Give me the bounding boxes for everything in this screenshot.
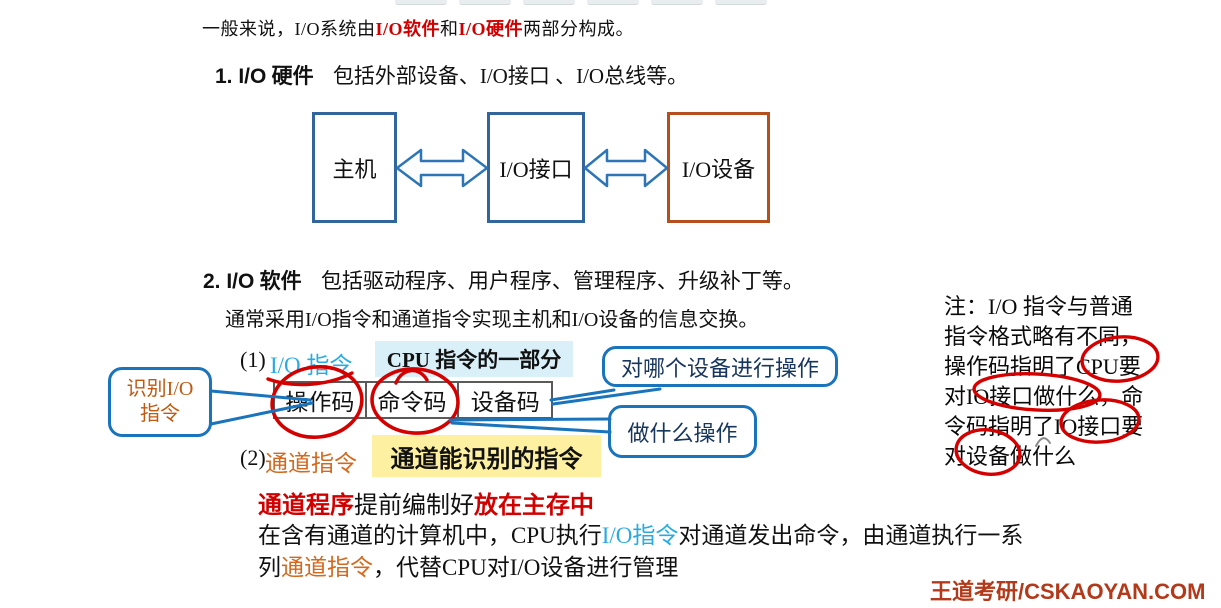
diagram-device-label: I/O设备 — [681, 156, 756, 182]
channel-paragraph: 在含有通道的计算机中，CPU执行I/O指令对通道发出命令，由通道执行一系 列通道… — [258, 520, 1023, 584]
channel-program-line: 通道程序提前编制好放在主存中 — [258, 485, 594, 520]
top-thumbnail-edge — [715, 0, 767, 5]
top-thumbnail-edge — [395, 0, 447, 5]
hardware-heading-desc: 包括外部设备、I/O接口 、I/O总线等。 — [332, 64, 689, 88]
intro-sentence: 一般来说，I/O系统由I/O软件和I/O硬件两部分构成。 — [202, 15, 634, 41]
hardware-heading-number: 1. I/O — [215, 65, 267, 88]
table-cell-device-code: 设备码 — [470, 390, 540, 415]
paragraph-seg4: 列 — [258, 555, 281, 580]
intro-io-hardware: I/O硬件 — [458, 19, 524, 39]
diagram-host-label: 主机 — [332, 156, 377, 182]
connector-device-lower — [551, 387, 662, 406]
channel-program-red1: 通道程序 — [258, 493, 354, 519]
software-heading-word: 软件 — [259, 269, 302, 293]
double-arrow-interface-device — [583, 148, 669, 188]
channel-instruction-note: 通道能识别的指令 — [372, 435, 601, 477]
instruction-format-table: 操作码 命令码 设备码 — [273, 381, 553, 419]
software-heading-desc: 包括驱动程序、用户程序、管理程序、升级补丁等。 — [320, 269, 804, 293]
top-thumbnail-edge — [523, 0, 575, 5]
top-thumbnail-edge — [587, 0, 639, 5]
bubble-identify-io: 识别I/O 指令 — [108, 367, 212, 437]
software-heading-number: 2. I/O — [203, 270, 255, 293]
hardware-heading-word: 硬件 — [271, 64, 314, 88]
connector-action-lower — [450, 421, 612, 434]
diagram-box-interface: I/O接口 — [487, 112, 585, 223]
table-cell-opcode: 操作码 — [275, 383, 367, 417]
channel-program-black: 提前编制好 — [354, 493, 474, 519]
hardware-heading: 1. I/O 硬件 包括外部设备、I/O接口 、I/O总线等。 — [215, 60, 688, 90]
io-instruction-index: (1) — [240, 347, 266, 372]
diagram-box-device: I/O设备 — [667, 112, 770, 223]
io-instruction-label: I/O 指令 — [270, 353, 353, 378]
cpu-instruction-note: CPU 指令的一部分 — [375, 341, 573, 377]
intro-pre: 一般来说，I/O系统由 — [202, 19, 376, 39]
software-heading: 2. I/O 软件 包括驱动程序、用户程序、管理程序、升级补丁等。 — [203, 265, 804, 295]
channel-instruction-index: (2) — [240, 445, 266, 470]
paragraph-seg6: ，代替CPU对I/O设备进行管理 — [373, 555, 679, 580]
watermark: 王道考研/CSKAOYAN.COM — [930, 579, 1206, 604]
top-thumbnail-edge — [459, 0, 511, 5]
paragraph-channel-instruction: 通道指令 — [281, 555, 373, 580]
side-note: 注：I/O 指令与普通 指令格式略有不同， 操作码指明了CPU要 对IO接口做什… — [944, 294, 1144, 469]
paragraph-io-instruction: I/O指令 — [601, 523, 679, 548]
top-thumbnail-edge — [651, 0, 703, 5]
software-exchange-line: 通常采用I/O指令和通道指令实现主机和I/O设备的信息交换。 — [225, 309, 759, 331]
bubble-what-operation: 做什么操作 — [608, 405, 757, 458]
paragraph-seg3: 对通道发出命令，由通道执行一系 — [678, 523, 1024, 548]
intro-io-software: I/O软件 — [375, 19, 441, 39]
intro-and: 和 — [440, 19, 459, 39]
diagram-interface-label: I/O接口 — [499, 156, 573, 182]
diagram-box-host: 主机 — [312, 112, 397, 223]
channel-instruction-label: 通道指令 — [265, 451, 357, 476]
table-cell-command-code: 命令码 — [367, 383, 460, 417]
paragraph-seg1: 在含有通道的计算机中，CPU执行 — [258, 523, 602, 548]
connector-action-upper — [448, 417, 612, 422]
double-arrow-host-interface — [395, 148, 489, 188]
channel-program-red2: 放在主存中 — [474, 493, 594, 519]
bubble-which-device: 对哪个设备进行操作 — [602, 346, 838, 387]
intro-post: 两部分构成。 — [523, 19, 635, 39]
connector-device-upper — [549, 388, 616, 402]
